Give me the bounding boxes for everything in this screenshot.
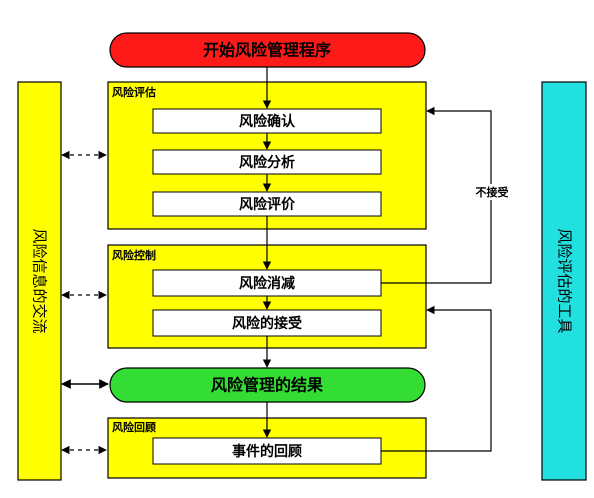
right-bar bbox=[541, 81, 587, 481]
step-risk-reduction-label: 风险消减 bbox=[239, 275, 295, 292]
right-bar-label: 风险评估的工具 bbox=[556, 228, 574, 333]
left-bar-label: 风险信息的交流 bbox=[31, 228, 49, 333]
not-accepted-label: 不接受 bbox=[476, 185, 509, 199]
control-title: 风险控制 bbox=[112, 248, 156, 262]
step-risk-evaluation-label: 风险评价 bbox=[239, 196, 296, 213]
step-risk-reduction bbox=[152, 269, 382, 297]
start-label: 开始风险管理程序 bbox=[203, 41, 331, 60]
arrow-review-loop bbox=[381, 305, 492, 452]
left-bar bbox=[17, 81, 62, 481]
step-risk-acceptance-label: 风险的接受 bbox=[232, 315, 302, 332]
review-title: 风险回顾 bbox=[112, 420, 156, 434]
assessment-title: 风险评估 bbox=[112, 85, 156, 99]
step-event-review-label: 事件的回顾 bbox=[232, 443, 302, 460]
step-event-review bbox=[152, 437, 382, 465]
result-label: 风险管理的结果 bbox=[211, 376, 323, 395]
step-risk-identify-label: 风险确认 bbox=[239, 113, 296, 130]
step-risk-acceptance bbox=[152, 309, 382, 337]
not-accepted-bg bbox=[474, 184, 510, 200]
step-risk-analysis-label: 风险分析 bbox=[239, 154, 295, 171]
